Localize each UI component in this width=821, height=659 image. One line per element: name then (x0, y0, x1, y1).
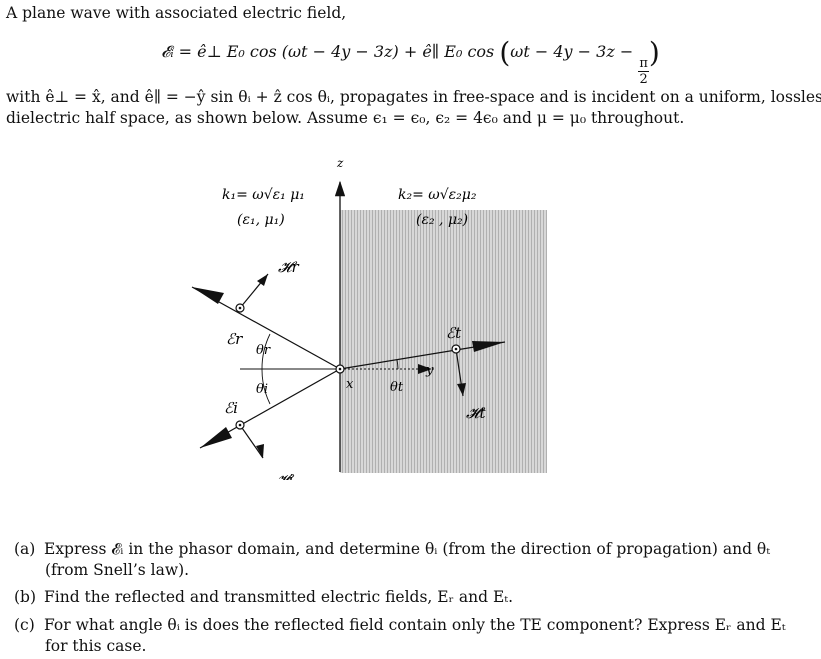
y-axis-arrow (418, 364, 432, 374)
er-label: ℰr (226, 330, 243, 348)
ei-label: ℰi (224, 399, 238, 417)
question-a-tag: (a) (14, 540, 36, 558)
hi-vector (239, 424, 264, 459)
incident-arrowhead (200, 427, 232, 448)
et-label: ℰt (446, 324, 462, 342)
theta-r-label: θr (256, 343, 271, 358)
equation-lhs: 𝓔ᵢ = ê⊥ E₀ cos (ωt − 4y − 3z) + ê∥ E₀ co… (161, 42, 495, 61)
question-c-tag: (c) (14, 616, 35, 634)
theta-r-arc (261, 333, 271, 370)
question-b-line1: Find the reflected and transmitted elect… (44, 588, 514, 606)
ei-dot-center (238, 423, 242, 427)
frac-den: 2 (639, 72, 648, 87)
axis-x-label: x (346, 377, 354, 392)
theta-t-arc (396, 359, 399, 370)
field-equation: 𝓔ᵢ = ê⊥ E₀ cos (ωt − 4y − 3z) + ê∥ E₀ co… (0, 36, 821, 87)
question-c: (c) For what angle θᵢ is does the reflect… (14, 615, 804, 657)
hr-arrowhead (257, 274, 268, 286)
ht-label: 𝓗t (466, 404, 487, 422)
et-dot-center (454, 347, 458, 351)
question-a-line1: Express 𝓔ᵢ in the phasor domain, and det… (44, 540, 771, 558)
theta-i-arc (261, 368, 271, 405)
k2-label: k₂= ω√ε₂μ₂ (398, 187, 477, 203)
er-dot-center (238, 306, 242, 310)
origin-dot (338, 367, 342, 371)
medium2-label: (ε₂ , μ₂) (416, 212, 468, 228)
hi-label: 𝓗i (275, 471, 295, 480)
frac-num: π (638, 56, 649, 72)
ht-arrowhead (457, 383, 466, 396)
hi-arrowhead (256, 444, 264, 458)
transmitted-arrowhead (472, 341, 505, 352)
theta-t-label: θt (390, 380, 404, 395)
question-b: (b) Find the reflected and transmitted el… (14, 587, 804, 608)
intro-text: A plane wave with associated electric fi… (6, 4, 347, 22)
description-line2: dielectric half space, as shown below. A… (6, 109, 685, 127)
question-a-line2: (from Snell’s law). (45, 561, 190, 579)
question-b-tag: (b) (14, 588, 37, 606)
question-a: (a) Express 𝓔ᵢ in the phasor domain, and … (14, 539, 804, 581)
axis-z-label: z (336, 156, 344, 170)
left-paren: ( (499, 36, 511, 69)
dielectric-region (340, 210, 547, 473)
medium1-label: (ε₁, μ₁) (237, 212, 285, 228)
question-c-line1: For what angle θᵢ is does the reflected … (44, 616, 786, 634)
reflected-arrowhead (192, 287, 224, 304)
hr-label: 𝓗r (278, 258, 300, 276)
figure: z y x k₁= ω√ε₁ μ₁ (ε₁, μ₁) k₂= ω√ε₂μ₂ (ε… (191, 156, 547, 480)
question-c-line2: for this case. (45, 637, 147, 655)
k1-label: k₁= ω√ε₁ μ₁ (222, 187, 305, 203)
axis-y-label: y (425, 363, 434, 378)
equation-arg: ωt − 4y − 3z − (510, 42, 639, 61)
theta-i-label: θi (256, 382, 268, 397)
description-line1: with ê⊥ = x̂, and ê∥ = −ŷ sin θᵢ + ẑ cos… (6, 88, 821, 106)
right-paren: ) (648, 36, 660, 69)
